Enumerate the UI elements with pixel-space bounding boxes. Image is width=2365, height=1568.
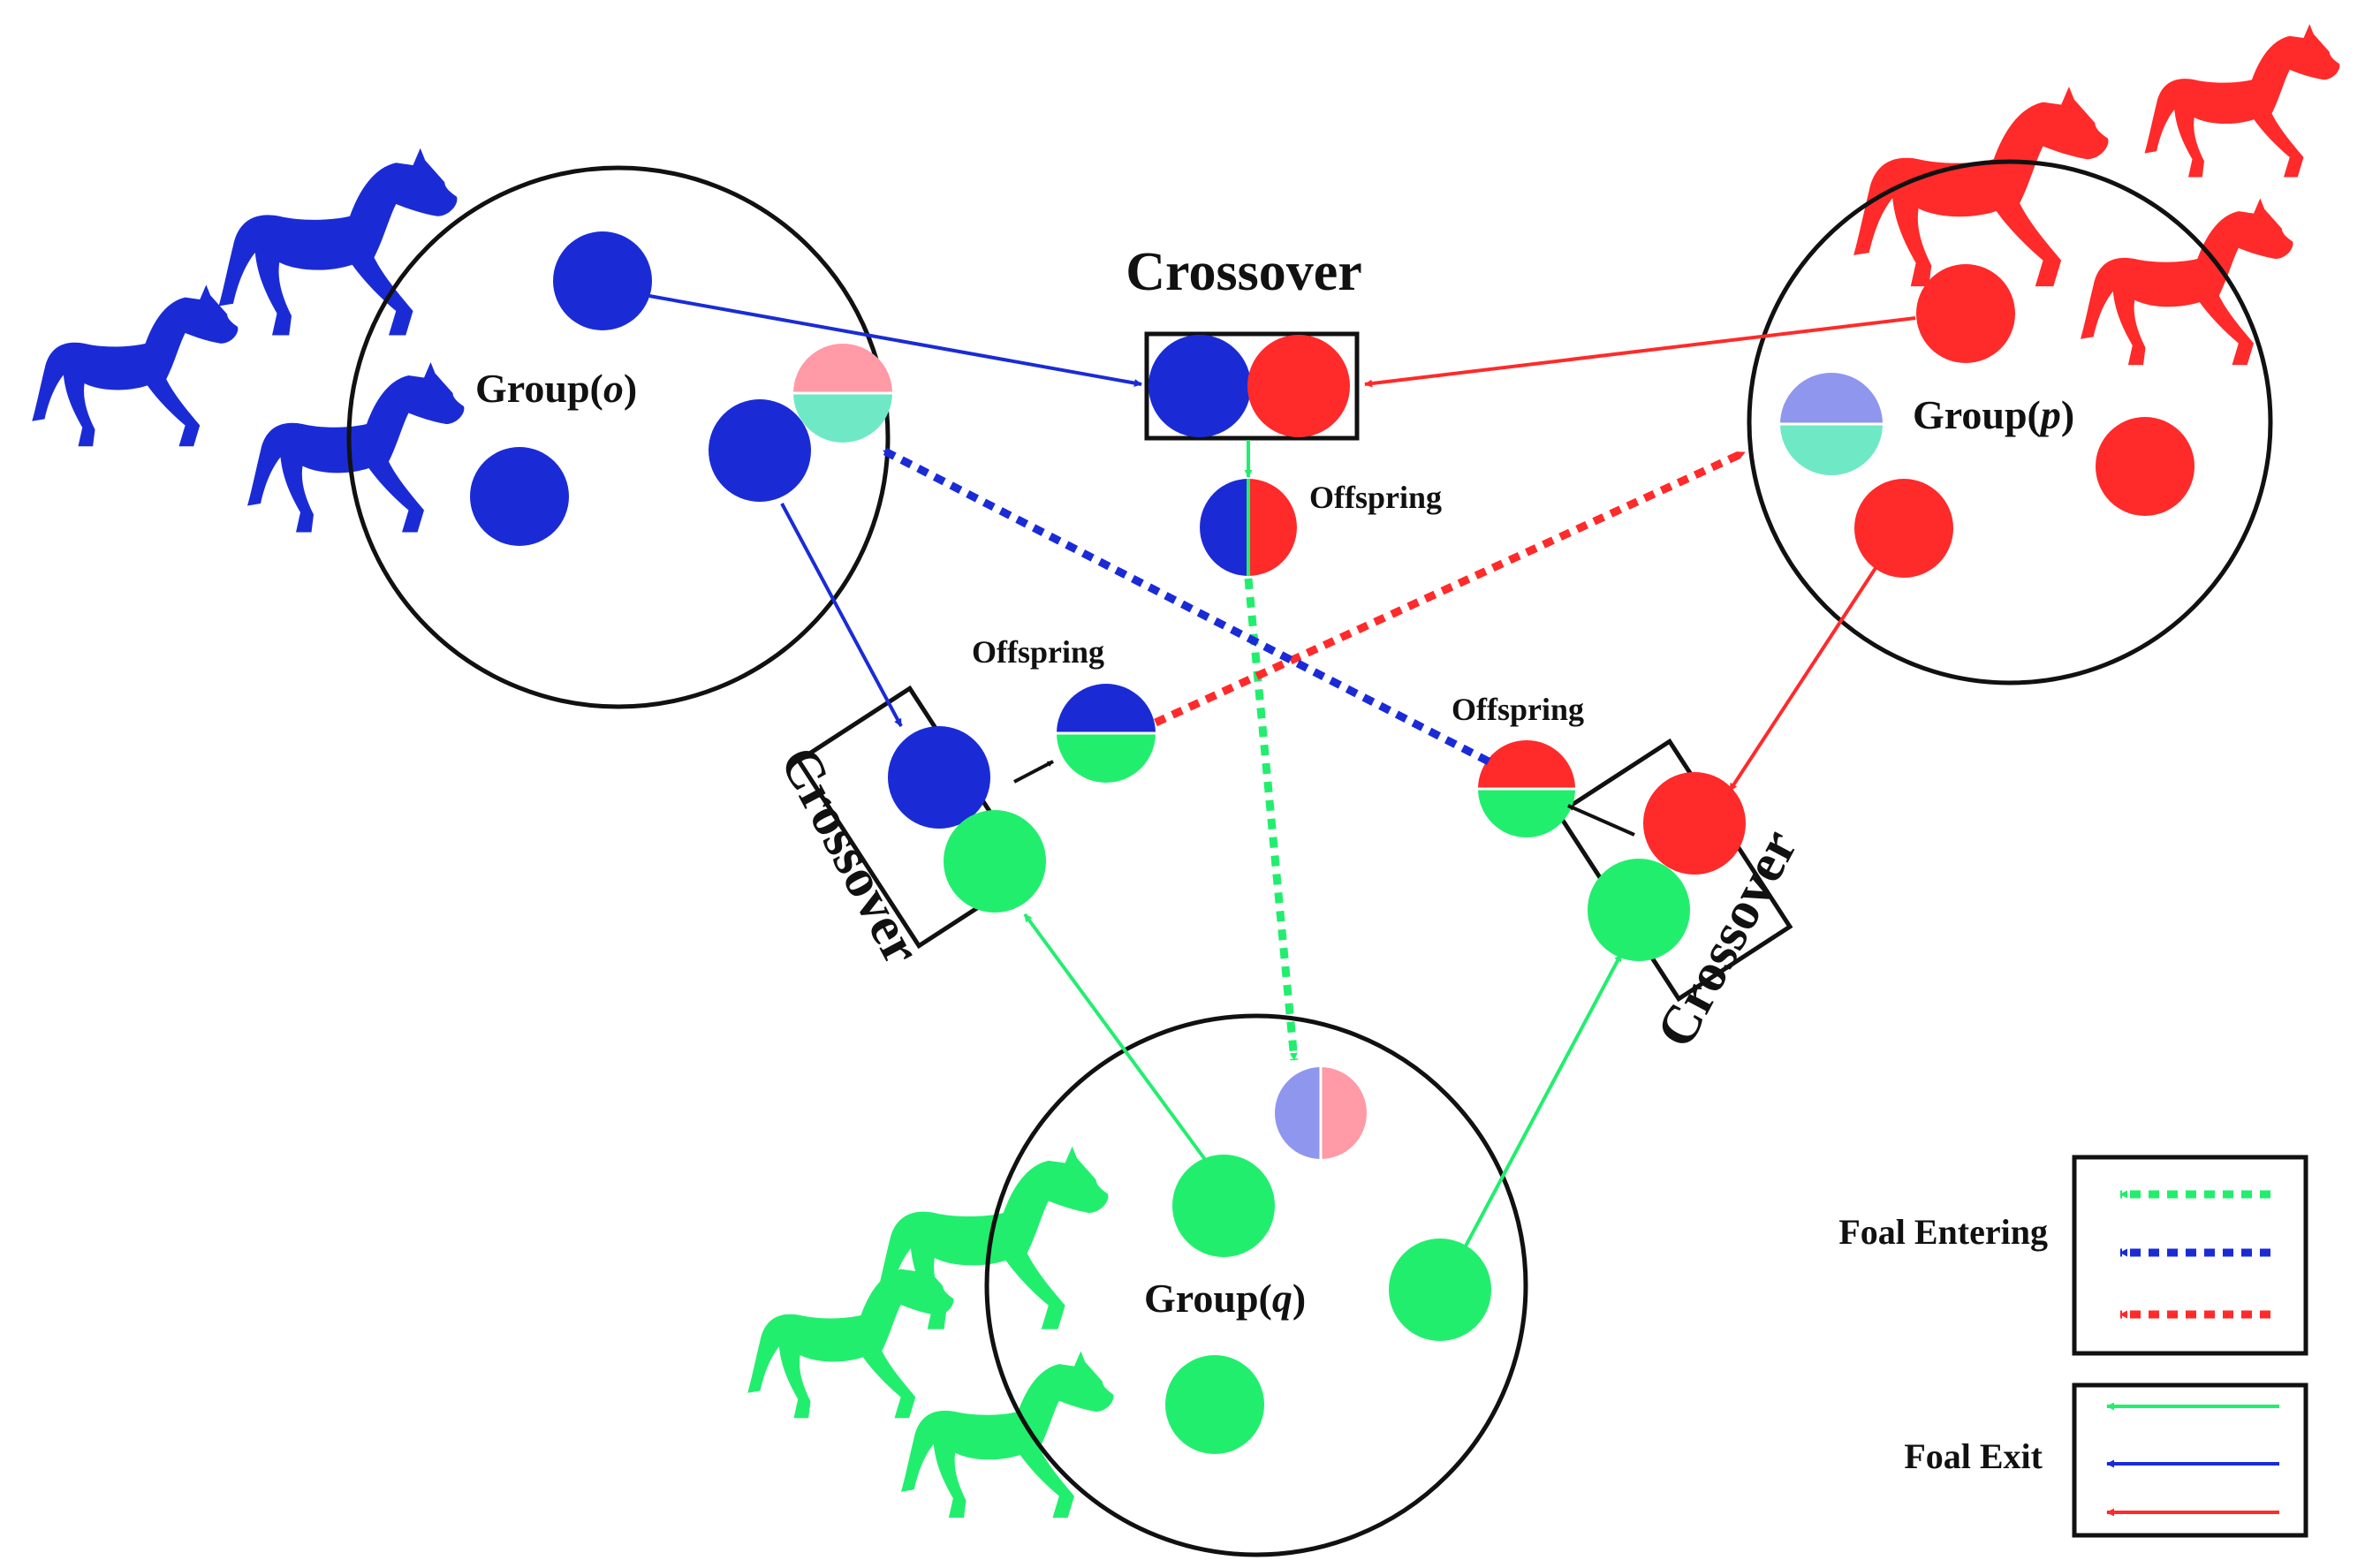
individual-q-3 <box>1165 1355 1264 1454</box>
crossover-top-parent-o <box>1148 335 1251 437</box>
legend: Foal Entering Foal Exit <box>1838 1155 2308 1538</box>
offspring-left <box>1057 684 1156 783</box>
exit-arrow-q-to-left <box>1023 913 1210 1166</box>
offspring-right-label: Offspring <box>1452 692 1584 727</box>
group-o-label: Group(o) <box>475 366 637 411</box>
enter-arrow-offspring-to-q <box>1244 578 1299 1061</box>
foal-entered-q <box>1275 1067 1367 1159</box>
exit-arrow-o-to-left <box>780 503 903 727</box>
crossover-top-label: Crossover <box>1126 242 1361 302</box>
crossover-left-parent-q <box>944 810 1046 913</box>
group-o-circle <box>346 165 891 709</box>
horse-icon <box>1853 86 2109 287</box>
exit-arrow-o-to-top <box>648 294 1142 387</box>
horse-icon <box>2081 198 2293 366</box>
exit-arrow-q-to-right <box>1460 953 1623 1254</box>
individual-o-2 <box>470 447 569 546</box>
individual-o-3 <box>709 399 811 502</box>
offspring-top-label: Offspring <box>1309 480 1442 515</box>
individual-q-1 <box>1172 1155 1275 1257</box>
crossover-top-box <box>1144 331 1360 441</box>
individual-p-2 <box>2096 417 2194 516</box>
individual-p-3 <box>1854 479 1953 578</box>
crossover-right-parent-p <box>1643 772 1746 875</box>
foal-entered-p <box>1780 373 1883 475</box>
group-q-label: Group(q) <box>1144 1276 1306 1321</box>
group-p-label: Group(p) <box>1913 392 2074 437</box>
arrow-left-to-offspring <box>1013 760 1054 784</box>
horse-group-q <box>747 1146 1114 1519</box>
foal-entered-o <box>793 344 892 443</box>
horse-icon <box>32 284 239 447</box>
exit-arrow-p-to-right <box>1728 564 1879 792</box>
group-p-circle <box>1747 159 2273 686</box>
legend-exit-label: Foal Exit <box>1904 1436 2043 1476</box>
horse-icon <box>218 148 458 336</box>
individual-p-1 <box>1916 264 2015 363</box>
offspring-right <box>1478 740 1575 837</box>
individual-o-1 <box>553 231 652 330</box>
exit-arrow-p-to-top <box>1364 316 1916 388</box>
group-q-circle <box>984 1013 1528 1557</box>
offspring-left-label: Offspring <box>972 634 1104 670</box>
offspring-top <box>1200 479 1297 576</box>
enter-arrow-offspring-to-p <box>1154 448 1747 727</box>
horse-icon <box>747 1256 954 1419</box>
crossover-left-parent-o <box>888 726 990 829</box>
legend-exit-box <box>2072 1382 2308 1538</box>
horse-group-o <box>32 148 465 533</box>
crossover-right-parent-q <box>1588 859 1690 961</box>
enter-arrow-offspring-to-o <box>881 446 1491 766</box>
horse-icon <box>2144 24 2340 178</box>
legend-entering-box <box>2072 1155 2308 1356</box>
legend-entering-label: Foal Entering <box>1838 1212 2048 1252</box>
arrow-right-to-offspring <box>1567 804 1635 837</box>
individual-q-2 <box>1389 1238 1491 1341</box>
crossover-top-parent-p <box>1247 335 1350 437</box>
